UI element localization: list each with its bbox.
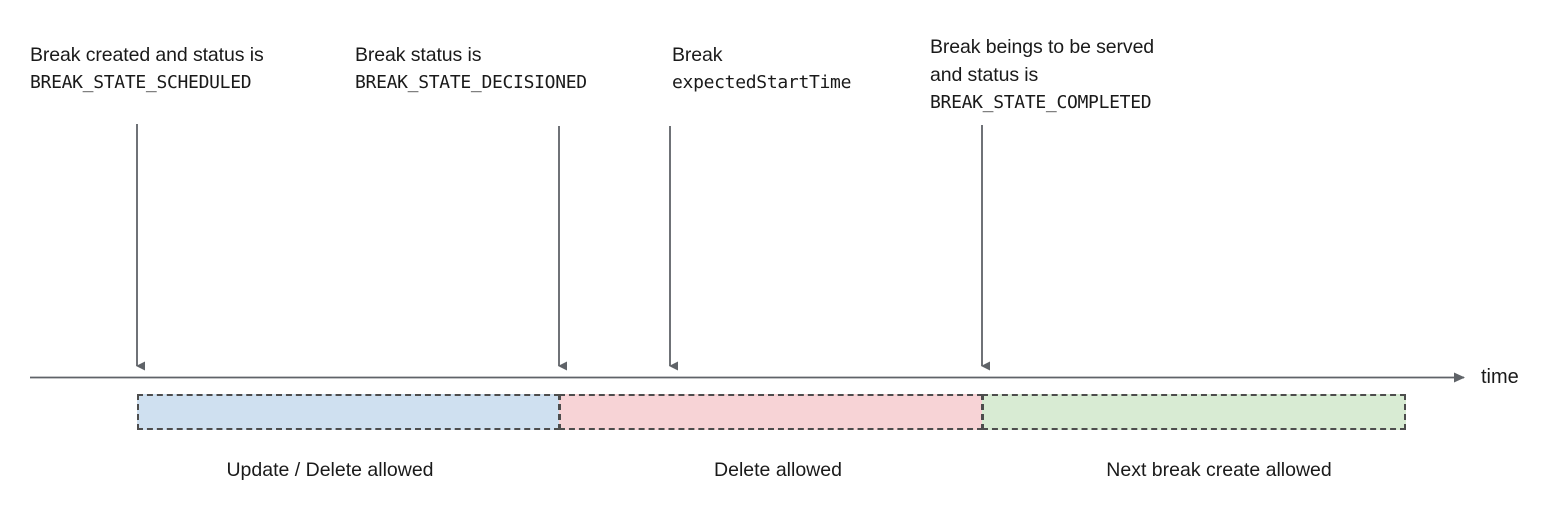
phase-band-decisioned [559, 394, 983, 430]
annotation-state-code: BREAK_STATE_COMPLETED [930, 92, 1152, 113]
annotation-break-scheduled: Break created and status is BREAK_STATE_… [30, 41, 264, 97]
annotation-state-code: BREAK_STATE_SCHEDULED [30, 72, 252, 93]
band-caption-completed: Next break create allowed [1106, 459, 1332, 481]
band-caption-decisioned: Delete allowed [714, 459, 842, 481]
annotation-field-code: expectedStartTime [672, 72, 852, 93]
time-axis-label: time [1481, 366, 1519, 388]
annotation-prose: Break [672, 44, 723, 66]
annotation-expected-start-time: Break expectedStartTime [672, 41, 851, 97]
phase-band-completed [982, 394, 1406, 430]
annotation-prose-line2: and status is [930, 64, 1039, 86]
annotation-state-code: BREAK_STATE_DECISIONED [355, 72, 587, 93]
annotation-break-decisioned: Break status is BREAK_STATE_DECISIONED [355, 41, 587, 97]
annotation-break-completed: Break beings to be served and status is … [930, 33, 1154, 117]
annotation-prose-line1: Break beings to be served [930, 36, 1155, 58]
annotation-prose: Break status is [355, 44, 482, 66]
band-caption-scheduled: Update / Delete allowed [226, 459, 434, 481]
annotation-prose: Break created and status is [30, 44, 264, 66]
phase-band-scheduled [137, 394, 560, 430]
